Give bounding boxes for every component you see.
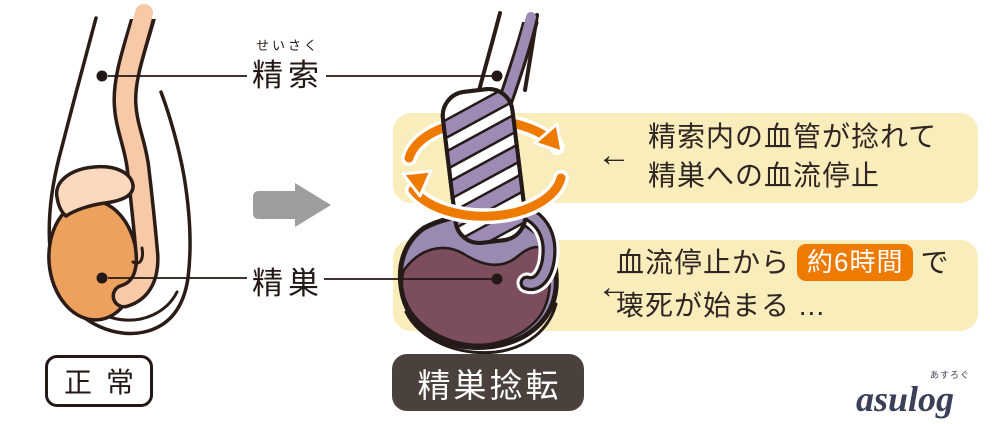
epididymis-shape <box>54 164 135 218</box>
necrosis-line1-pre: 血流停止から <box>616 247 791 278</box>
annotation-necrosis: 血流停止から 約6時間 で 壊死が始まる ... <box>616 243 950 325</box>
annotation-bloodflow-line1: 精索内の血管が捻れて <box>648 121 938 152</box>
torsion-illustration <box>397 11 569 355</box>
normal-caption-box: 正常 <box>45 355 153 407</box>
torsion-caption-text: 精巣捻転 <box>417 366 562 404</box>
transform-arrow-icon <box>253 183 331 227</box>
cord-furigana: せいさく <box>255 38 320 53</box>
necrosis-line1-post: で <box>920 247 950 278</box>
left-arrow-glyph-2: ← <box>597 268 631 306</box>
scrotum-outline <box>47 16 192 336</box>
logo-text: asulog <box>856 379 955 419</box>
cord-hook-curl <box>131 246 144 265</box>
testis-label: 精巣 <box>252 266 324 301</box>
torsion-outer-wall <box>404 302 558 355</box>
spermatic-cord-shape <box>111 4 160 309</box>
leader-lines <box>108 75 492 280</box>
normal-illustration <box>47 4 192 336</box>
torsion-caption-box: 精巣捻転 <box>392 354 584 411</box>
logo-furigana: あすろぐ <box>930 370 971 380</box>
rotation-arrow-bottom-icon <box>401 169 569 225</box>
normal-caption-text: 正常 <box>63 367 148 398</box>
annotation-necrosis-line1: 血流停止から 約6時間 で <box>616 243 950 282</box>
annotation-bloodflow-line2: 精巣への血流停止 <box>648 160 881 191</box>
left-arrow-glyph-1: ← <box>597 136 631 174</box>
six-hours-badge: 約6時間 <box>797 244 914 281</box>
annotation-necrosis-line2: 壊死が始まる ... <box>616 290 826 321</box>
necrosis-region <box>400 245 552 347</box>
leader-dots <box>96 70 503 285</box>
annotation-bloodflow: 精索内の血管が捻れて 精巣への血流停止 <box>648 117 937 195</box>
site-logo: あすろぐ asulog <box>856 370 986 419</box>
cord-label: 精索 <box>252 58 324 93</box>
torsion-upper-cord <box>475 11 539 110</box>
